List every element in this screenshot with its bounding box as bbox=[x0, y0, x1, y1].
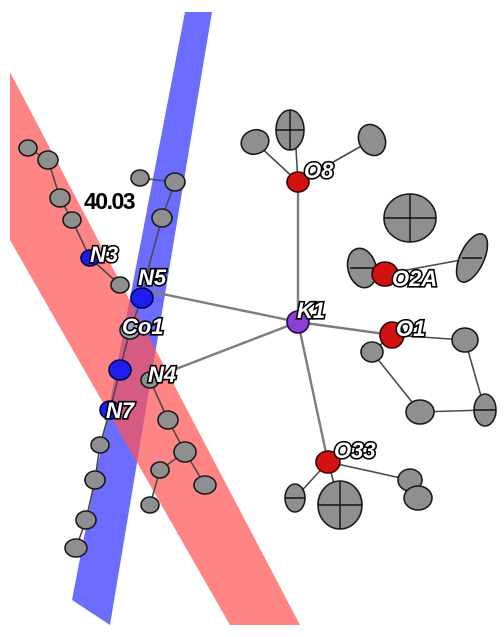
atom-label-n5: N5 bbox=[138, 265, 167, 290]
interplanar-angle-label: 40.03 bbox=[84, 188, 135, 214]
atom-label-n7: N7 bbox=[106, 398, 136, 423]
ligand-metal-atoms bbox=[80, 249, 154, 420]
atom-label-co1: Co1 bbox=[122, 314, 164, 339]
red-mean-plane bbox=[10, 72, 300, 625]
atom-label-n4: N4 bbox=[148, 362, 176, 387]
potassium-bonds bbox=[146, 180, 394, 464]
atom-label-n3: N3 bbox=[90, 242, 118, 267]
oxygen-atoms bbox=[286, 171, 405, 474]
potassium-atom bbox=[286, 310, 310, 334]
blue-mean-plane bbox=[72, 12, 212, 625]
atom-label-k1: K1 bbox=[297, 298, 325, 323]
solvent-carbon-atoms bbox=[240, 109, 497, 530]
atom-label-o33: O33 bbox=[334, 438, 376, 463]
ligand-carbon-atoms bbox=[18, 139, 217, 558]
atom-label-o8: O8 bbox=[304, 158, 334, 183]
atom-label-o1: O1 bbox=[396, 316, 425, 341]
atom-label-o2a: O2A bbox=[392, 266, 437, 291]
